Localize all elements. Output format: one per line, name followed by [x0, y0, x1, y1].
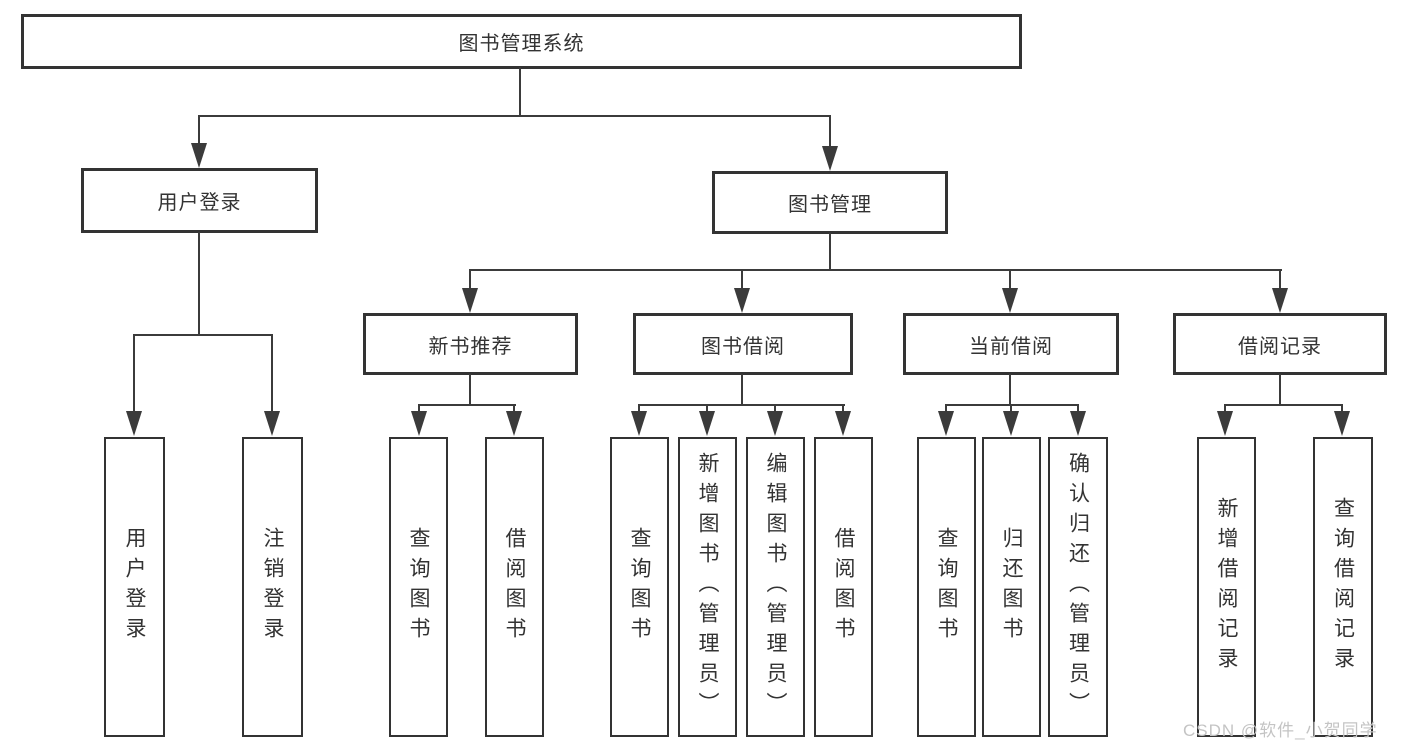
- leaf-query-books-current-label: 查询图书: [935, 527, 958, 647]
- connector-line: [1009, 269, 1011, 291]
- connector-line: [842, 404, 844, 414]
- leaf-edit-books-admin: 编辑图书（管理员）: [746, 437, 805, 737]
- connector-line: [741, 374, 743, 406]
- arrowhead-down-icon: [699, 411, 715, 436]
- connector-line: [638, 404, 845, 406]
- node-new-book-recommendation: 新书推荐: [363, 313, 578, 375]
- node-book-borrowing-label: 图书借阅: [701, 335, 785, 358]
- connector-line: [198, 115, 831, 117]
- arrowhead-down-icon: [835, 411, 851, 436]
- leaf-query-books-current: 查询图书: [917, 437, 976, 737]
- leaf-query-books-borrowing-label: 查询图书: [628, 527, 651, 647]
- connector-line: [741, 269, 743, 291]
- leaf-add-books-admin-label: 新增图书（管理员）: [696, 452, 719, 722]
- leaf-confirm-return-admin-label: 确认归还（管理员）: [1066, 452, 1090, 722]
- arrowhead-down-icon: [1003, 411, 1019, 436]
- leaf-query-books-recommend: 查询图书: [389, 437, 448, 737]
- connector-line: [1077, 404, 1079, 414]
- connector-line: [1009, 374, 1011, 406]
- connector-line: [519, 67, 521, 117]
- connector-line: [198, 115, 200, 148]
- connector-line: [418, 404, 516, 406]
- connector-line: [945, 404, 947, 414]
- connector-line: [469, 269, 1282, 271]
- node-current-borrowing: 当前借阅: [903, 313, 1119, 375]
- leaf-borrow-books-label: 借阅图书: [832, 527, 855, 647]
- leaf-add-borrow-record-label: 新增借阅记录: [1215, 497, 1238, 677]
- connector-line: [1341, 404, 1343, 414]
- leaf-query-borrow-record: 查询借阅记录: [1313, 437, 1373, 737]
- connector-line: [1224, 404, 1343, 406]
- node-user-login-label: 用户登录: [157, 192, 242, 214]
- connector-line: [469, 374, 471, 406]
- leaf-add-books-admin: 新增图书（管理员）: [678, 437, 737, 737]
- leaf-add-borrow-record: 新增借阅记录: [1197, 437, 1256, 737]
- leaf-borrow-books-recommend-label: 借阅图书: [503, 527, 526, 647]
- connector-line: [1279, 269, 1281, 291]
- arrowhead-down-icon: [462, 288, 478, 313]
- leaf-return-books-label: 归还图书: [1000, 527, 1023, 647]
- connector-line: [271, 334, 273, 414]
- node-library-system-label: 图书管理系统: [458, 33, 585, 55]
- leaf-query-books-recommend-label: 查询图书: [407, 527, 430, 647]
- leaf-return-books: 归还图书: [982, 437, 1041, 737]
- node-library-system: 图书管理系统: [21, 14, 1022, 69]
- leaf-query-books-borrowing: 查询图书: [610, 437, 669, 737]
- arrowhead-down-icon: [938, 411, 954, 436]
- connector-line: [829, 115, 831, 151]
- node-user-login: 用户登录: [81, 168, 318, 233]
- arrowhead-down-icon: [264, 411, 280, 436]
- connector-line: [469, 269, 471, 291]
- leaf-logout-label: 注销登录: [261, 527, 284, 647]
- leaf-confirm-return-admin: 确认归还（管理员）: [1048, 437, 1108, 737]
- arrowhead-down-icon: [126, 411, 142, 436]
- leaf-borrow-books: 借阅图书: [814, 437, 873, 737]
- node-new-book-recommendation-label: 新书推荐: [428, 335, 513, 358]
- leaf-borrow-books-recommend: 借阅图书: [485, 437, 544, 737]
- connector-line: [1010, 404, 1012, 414]
- connector-line: [1224, 404, 1226, 414]
- arrowhead-down-icon: [1070, 411, 1086, 436]
- arrowhead-down-icon: [767, 411, 783, 436]
- arrowhead-down-icon: [411, 411, 427, 436]
- node-current-borrowing-label: 当前借阅: [969, 335, 1053, 358]
- node-borrowing-records-label: 借阅记录: [1238, 335, 1322, 358]
- connector-line: [198, 232, 200, 336]
- arrowhead-down-icon: [734, 288, 750, 313]
- leaf-edit-books-admin-label: 编辑图书（管理员）: [764, 452, 787, 722]
- leaf-user-login-label: 用户登录: [123, 527, 146, 647]
- connector-line: [513, 404, 515, 414]
- arrowhead-down-icon: [191, 143, 207, 168]
- connector-line: [774, 404, 776, 414]
- connector-line: [1279, 374, 1281, 406]
- arrowhead-down-icon: [1217, 411, 1233, 436]
- node-book-management: 图书管理: [712, 171, 948, 234]
- arrowhead-down-icon: [631, 411, 647, 436]
- arrowhead-down-icon: [1334, 411, 1350, 436]
- arrowhead-down-icon: [1002, 288, 1018, 313]
- connector-line: [945, 404, 1079, 406]
- arrowhead-down-icon: [506, 411, 522, 436]
- leaf-logout: 注销登录: [242, 437, 303, 737]
- leaf-user-login: 用户登录: [104, 437, 165, 737]
- connector-line: [829, 233, 831, 271]
- node-book-borrowing: 图书借阅: [633, 313, 853, 375]
- arrowhead-down-icon: [822, 146, 838, 171]
- node-borrowing-records: 借阅记录: [1173, 313, 1387, 375]
- connector-line: [706, 404, 708, 414]
- connector-line: [133, 334, 273, 336]
- connector-line: [418, 404, 420, 414]
- connector-line: [133, 334, 135, 414]
- leaf-query-borrow-record-label: 查询借阅记录: [1331, 497, 1355, 677]
- arrowhead-down-icon: [1272, 288, 1288, 313]
- node-book-management-label: 图书管理: [788, 194, 872, 216]
- connector-line: [638, 404, 640, 414]
